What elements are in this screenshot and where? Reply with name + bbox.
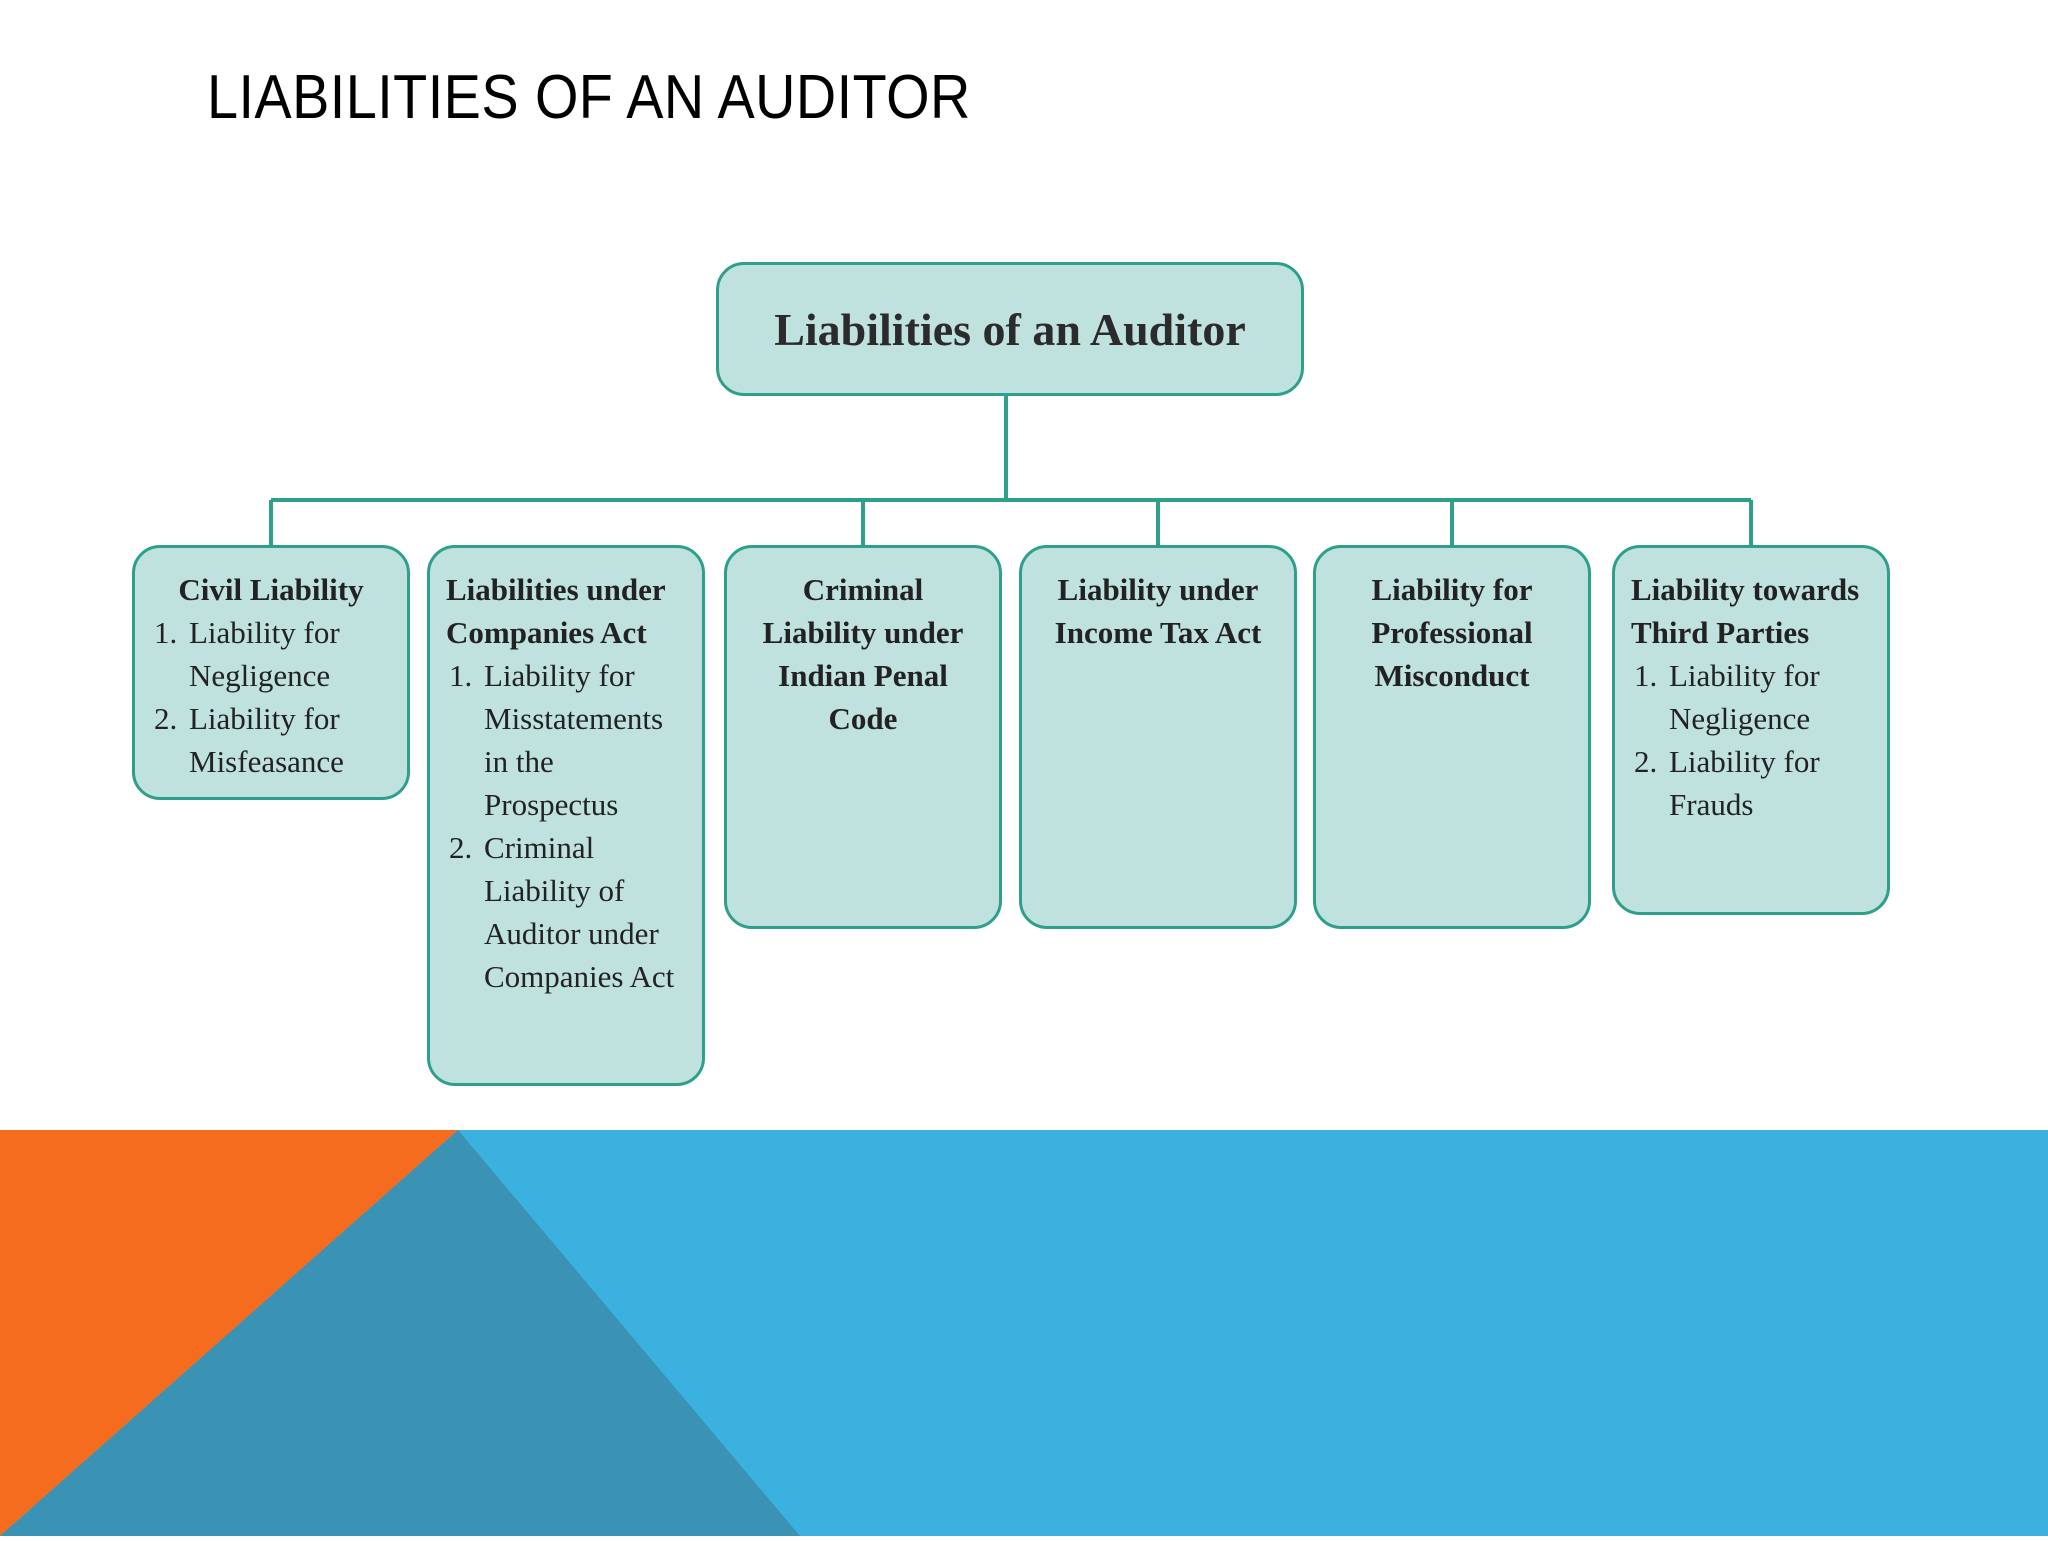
node-heading: Liability under Income Tax Act (1054, 572, 1262, 650)
node-heading: Civil Liability (178, 572, 364, 607)
node-heading: Liabilities under Companies Act (446, 572, 666, 650)
node-third-parties: Liability towards Third Parties Liabilit… (1612, 545, 1890, 915)
root-label: Liabilities of an Auditor (774, 303, 1246, 355)
list-item: Liability for Frauds (1665, 740, 1871, 826)
footer-shapes (0, 1130, 2048, 1536)
node-heading: Liability towards Third Parties (1631, 572, 1860, 650)
list-item: Criminal Liability of Auditor under Comp… (480, 826, 686, 998)
node-income-tax-act: Liability under Income Tax Act (1019, 545, 1297, 929)
org-chart: Liabilities of an Auditor Civil Liabilit… (0, 0, 2048, 1130)
connector-lines (269, 396, 1753, 545)
node-professional-misconduct: Liability for Professional Misconduct (1313, 545, 1591, 929)
list-item: Liability for Misstatements in the Prosp… (480, 654, 686, 826)
list-item: Liability for Negligence (185, 611, 391, 697)
root-node: Liabilities of an Auditor (716, 262, 1304, 396)
footer-dark-triangle (0, 1130, 800, 1536)
node-heading: Liability for Professional Misconduct (1371, 572, 1533, 693)
footer-decoration (0, 1130, 2048, 1536)
list-item: Liability for Negligence (1665, 654, 1871, 740)
node-civil-liability: Civil Liability Liability for Negligence… (132, 545, 410, 800)
node-indian-penal-code: Criminal Liability under Indian Penal Co… (724, 545, 1002, 929)
node-heading: Criminal Liability under Indian Penal Co… (762, 572, 964, 736)
list-item: Liability for Misfeasance (185, 697, 391, 783)
slide-title: LIABILITIES OF AN AUDITOR (207, 63, 971, 132)
node-companies-act: Liabilities under Companies Act Liabilit… (427, 545, 705, 1086)
